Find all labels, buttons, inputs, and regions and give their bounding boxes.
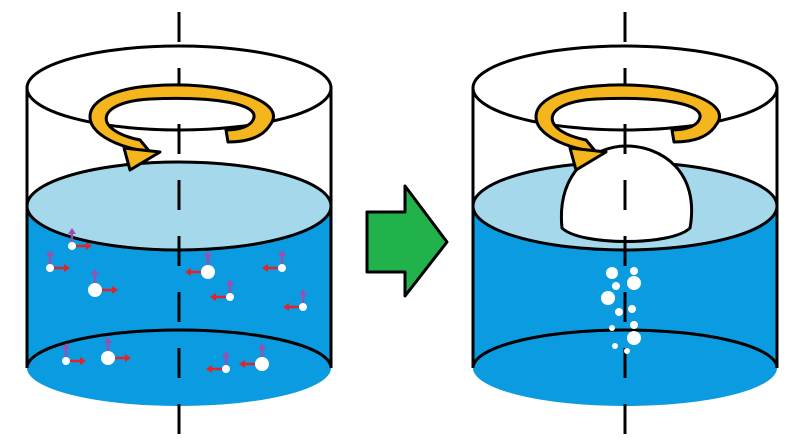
side-vector-head xyxy=(185,268,191,276)
bubble xyxy=(606,267,618,279)
bubbles-before xyxy=(46,228,307,373)
up-vector-head xyxy=(91,269,99,275)
bubble xyxy=(624,348,630,354)
up-vector-head xyxy=(226,279,234,285)
up-vector-head xyxy=(222,351,230,357)
bubble xyxy=(68,242,76,250)
bubble xyxy=(609,325,615,331)
bottom-rim-before xyxy=(25,328,333,369)
bubble xyxy=(612,282,620,290)
swirl-arrow-before xyxy=(88,83,275,172)
side-vector-head xyxy=(262,264,268,272)
side-vector-head xyxy=(239,360,245,368)
side-vector-head xyxy=(64,264,70,272)
bubble xyxy=(612,343,618,349)
up-vector-head xyxy=(278,250,286,256)
up-vector-head xyxy=(204,251,212,257)
cylinder-before xyxy=(25,12,333,438)
bubble xyxy=(278,264,286,272)
swirl-arrow-after xyxy=(534,83,721,172)
up-vector-head xyxy=(46,250,54,256)
side-vector-head xyxy=(112,286,118,294)
side-vector-head xyxy=(283,303,289,311)
bottom-rim-after xyxy=(471,328,779,369)
bubbles-after xyxy=(601,267,641,354)
bubble xyxy=(630,321,638,329)
side-vector-head xyxy=(210,293,216,301)
bubble xyxy=(88,283,102,297)
up-vector-head xyxy=(68,228,76,234)
bubble xyxy=(601,291,615,305)
cylinder-after xyxy=(471,12,779,438)
bubble xyxy=(630,267,638,275)
side-vector-head xyxy=(125,354,131,362)
bubble xyxy=(46,264,54,272)
up-vector-head xyxy=(299,289,307,295)
bubble xyxy=(615,308,623,316)
side-vector-head xyxy=(86,242,92,250)
bubble xyxy=(255,357,269,371)
transition-arrow xyxy=(365,184,449,298)
bubble xyxy=(628,305,636,313)
bubble xyxy=(299,303,307,311)
bubble xyxy=(62,357,70,365)
side-vector-head xyxy=(80,357,86,365)
bubble xyxy=(627,276,641,290)
bubble xyxy=(201,265,215,279)
bubble xyxy=(226,293,234,301)
bubble xyxy=(101,351,115,365)
side-vector-head xyxy=(206,365,212,373)
bubble xyxy=(627,331,641,345)
up-vector-head xyxy=(258,343,266,349)
bubble xyxy=(222,365,230,373)
up-vector-head xyxy=(62,343,70,349)
up-vector-head xyxy=(104,337,112,343)
